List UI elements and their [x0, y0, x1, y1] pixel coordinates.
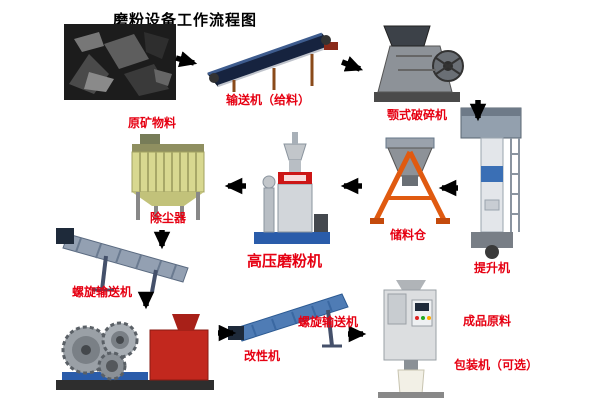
jaw-crusher	[366, 20, 468, 106]
storage-silo-label: 储料仓	[390, 228, 427, 242]
arrow-ore-to-conveyor	[175, 51, 198, 68]
grinding-mill	[248, 126, 336, 250]
modifying-machine-label: 改性机	[244, 349, 281, 363]
screw-conveyor-1-label: 螺旋输送机	[72, 285, 133, 299]
grinding-mill-illustration	[254, 132, 330, 244]
dust-collector	[126, 130, 210, 224]
raw-ore-photo	[64, 24, 176, 100]
bucket-elevator-label: 提升机	[474, 261, 511, 275]
dust-collector-label: 除尘器	[150, 211, 187, 225]
feed-conveyor	[204, 28, 346, 94]
modifying-machine	[54, 304, 216, 392]
packing-machine-label: 包装机（可选）	[454, 358, 539, 372]
storage-silo-illustration	[370, 137, 450, 224]
raw-ore-illustration	[64, 24, 176, 100]
packing-machine-illustration	[378, 280, 444, 398]
finished-product-label: 成品原料	[463, 314, 512, 328]
screw-conveyor-1	[56, 224, 198, 294]
feed-conveyor-illustration	[207, 32, 338, 92]
grinding-mill-label: 高压磨粉机	[247, 252, 323, 270]
bucket-elevator-illustration	[460, 107, 522, 259]
packing-machine	[370, 280, 452, 398]
feed-conveyor-label: 输送机（给料）	[226, 93, 311, 107]
screw-conveyor-2-label: 螺旋输送机	[298, 315, 359, 329]
dust-collector-illustration	[131, 134, 205, 220]
bucket-elevator	[455, 104, 535, 259]
modifying-machine-illustration	[56, 314, 214, 390]
jaw-crusher-label: 颚式破碎机	[387, 108, 448, 122]
screw-conveyor-1-illustration	[56, 228, 189, 293]
jaw-crusher-illustration	[374, 25, 464, 102]
storage-silo	[366, 132, 454, 228]
raw-material-label: 原矿物料	[128, 116, 177, 130]
